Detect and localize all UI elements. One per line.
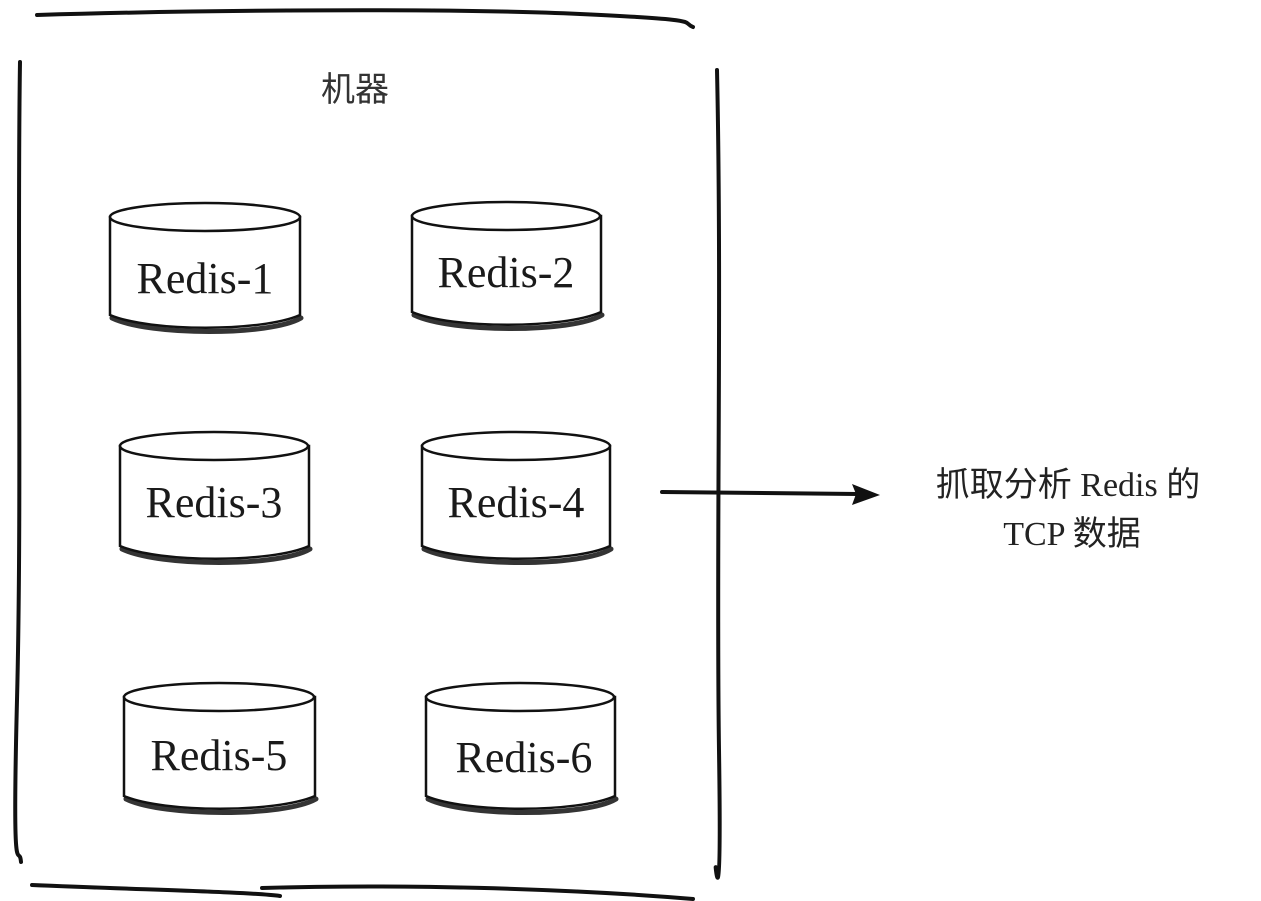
capture-arrow [660,484,880,505]
cylinder-shadow [421,546,614,565]
cylinder-top [424,681,616,713]
redis-instance-6: Redis-6 [424,681,619,815]
cylinder-top [420,430,612,462]
redis-instance-2: Redis-2 [410,200,605,331]
instance-label: Redis-6 [456,733,593,782]
cylinder-body [424,695,617,810]
cylinder-top [108,201,302,233]
cylinder-body [118,444,311,560]
cylinder-shadow [109,315,304,334]
cylinder-shadow [411,312,605,331]
cylinder-shadow [123,796,319,815]
arrow-shaft [660,490,860,496]
redis-instance-3: Redis-3 [118,430,313,565]
cylinder-body [420,444,612,560]
machine-frame [13,8,722,901]
instance-label: Redis-4 [448,478,585,527]
cylinder-body [410,214,603,326]
arrow-head [852,484,880,505]
frame-top-line [35,8,695,29]
capture-label-line1: 抓取分析 Redis 的 [936,466,1200,504]
frame-right-line [713,68,722,880]
cylinder-body [122,695,317,810]
capture-label-line2: TCP 数据 [1003,515,1141,553]
redis-instance-1: Redis-1 [108,201,304,334]
frame-left-line [13,60,23,864]
cylinder-top [122,681,316,713]
cylinder-top [410,200,602,232]
instance-label: Redis-5 [151,731,288,780]
cylinder-top [118,430,310,462]
frame-bottom-line [30,883,695,901]
cylinder-body [108,215,302,329]
cylinder-shadow [425,796,619,815]
redis-instance-4: Redis-4 [420,430,614,565]
instance-label: Redis-3 [146,478,283,527]
redis-instance-5: Redis-5 [122,681,319,815]
machine-label: 机器 [321,70,389,110]
instance-label: Redis-2 [438,248,575,297]
instance-label: Redis-1 [137,254,274,303]
cylinder-shadow [119,546,313,565]
